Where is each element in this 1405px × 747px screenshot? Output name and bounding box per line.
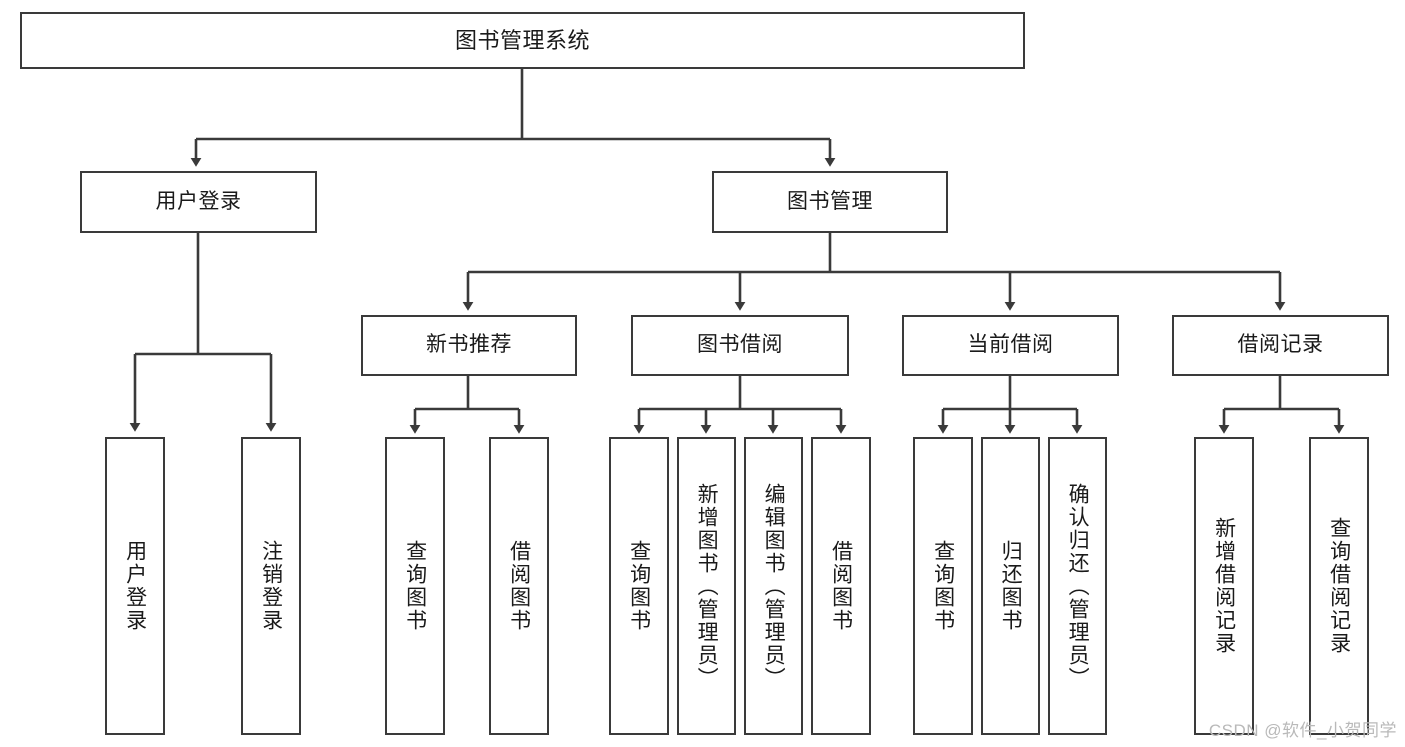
node-user-login[interactable]: 用户登录 — [80, 171, 317, 233]
leaf-current-borrow-query[interactable]: 查询图书 — [913, 437, 973, 735]
node-book-management[interactable]: 图书管理 — [712, 171, 948, 233]
leaf-borrow-record-add[interactable]: 新增借阅记录 — [1194, 437, 1254, 735]
node-borrow-record[interactable]: 借阅记录 — [1172, 315, 1389, 376]
node-borrow-record-label: 借阅记录 — [1237, 333, 1324, 357]
leaf-user-login-signout[interactable]: 注销登录 — [241, 437, 301, 735]
node-new-book-recommend[interactable]: 新书推荐 — [361, 315, 577, 376]
leaf-label: 注销登录 — [259, 540, 283, 632]
leaf-label: 借阅图书 — [507, 540, 531, 632]
leaf-user-login-signin[interactable]: 用户登录 — [105, 437, 165, 735]
leaf-label: 查询图书 — [627, 540, 651, 632]
leaf-borrow-record-query[interactable]: 查询借阅记录 — [1309, 437, 1369, 735]
leaf-current-borrow-confirm[interactable]: 确认归还（管理员） — [1048, 437, 1107, 735]
node-book-management-label: 图书管理 — [787, 189, 873, 213]
leaf-label: 查询图书 — [931, 540, 955, 632]
node-book-borrow[interactable]: 图书借阅 — [631, 315, 849, 376]
leaf-label: 查询图书 — [403, 540, 427, 632]
leaf-book-borrow-query[interactable]: 查询图书 — [609, 437, 669, 735]
csdn-watermark: CSDN @软件_小贺同学 — [1208, 721, 1397, 740]
leaf-new-book-query[interactable]: 查询图书 — [385, 437, 445, 735]
node-root-label: 图书管理系统 — [454, 27, 590, 53]
leaf-label: 编辑图书（管理员） — [762, 482, 786, 690]
leaf-book-borrow-add[interactable]: 新增图书（管理员） — [677, 437, 736, 735]
leaf-new-book-borrow[interactable]: 借阅图书 — [489, 437, 549, 735]
leaf-label: 确认归还（管理员） — [1066, 482, 1090, 690]
leaf-book-borrow-lend[interactable]: 借阅图书 — [811, 437, 871, 735]
leaf-label: 借阅图书 — [829, 540, 853, 632]
leaf-book-borrow-edit[interactable]: 编辑图书（管理员） — [744, 437, 803, 735]
node-current-borrow-label: 当前借阅 — [967, 333, 1054, 357]
node-user-login-label: 用户登录 — [155, 189, 242, 213]
leaf-current-borrow-return[interactable]: 归还图书 — [981, 437, 1040, 735]
node-book-borrow-label: 图书借阅 — [697, 333, 783, 357]
leaf-label: 用户登录 — [123, 540, 147, 632]
node-current-borrow[interactable]: 当前借阅 — [902, 315, 1119, 376]
node-root[interactable]: 图书管理系统 — [20, 12, 1025, 69]
leaf-label: 新增借阅记录 — [1212, 517, 1236, 655]
node-new-book-recommend-label: 新书推荐 — [426, 333, 512, 357]
leaf-label: 查询借阅记录 — [1327, 517, 1351, 655]
leaf-label: 归还图书 — [999, 540, 1023, 632]
leaf-label: 新增图书（管理员） — [695, 482, 719, 690]
